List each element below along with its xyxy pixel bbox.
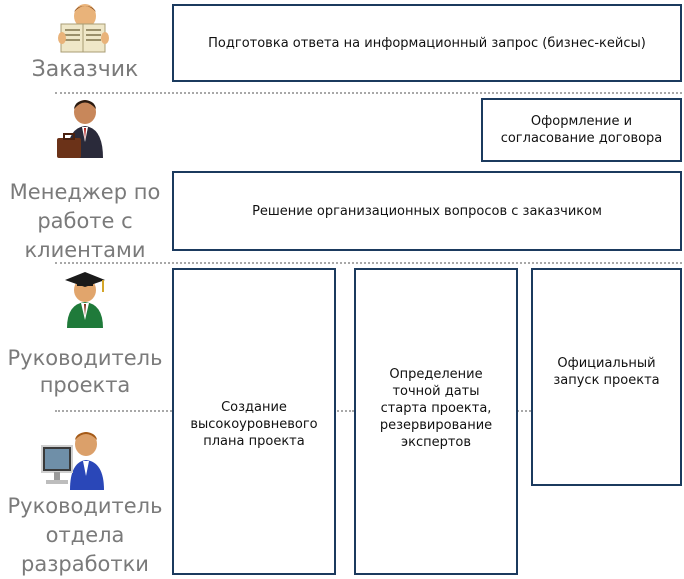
- reader-newspaper-icon: [58, 4, 109, 53]
- task-start-date: Определение точной даты старта проекта, …: [354, 268, 518, 575]
- task-contract: Оформление и согласование договора: [481, 98, 682, 162]
- role-label-dev-lead: Руководитель отдела разработки: [7, 494, 163, 576]
- lane-divider-1: [55, 92, 682, 94]
- role-label-customer: Заказчик: [31, 57, 139, 82]
- businessman-briefcase-icon: [57, 100, 103, 158]
- role-label-project-lead: Руководитель проекта: [7, 346, 163, 397]
- task-official-launch: Официальный запуск проекта: [531, 268, 682, 486]
- graduate-cap-icon: [65, 272, 105, 328]
- task-high-level-plan: Создание высокоуровневого плана проекта: [172, 268, 336, 575]
- computer-user-icon: [41, 432, 104, 490]
- lane-divider-2: [55, 262, 682, 264]
- role-label-client-manager: Менеджер по работе с клиентами: [9, 180, 161, 262]
- lane-divider-3-left: [55, 410, 172, 412]
- lane-divider-3-mid1: [334, 410, 354, 412]
- task-org-issues: Решение организационных вопросов с заказ…: [172, 171, 682, 251]
- task-prepare-response: Подготовка ответа на информационный запр…: [172, 4, 682, 82]
- lane-divider-3-mid2: [517, 410, 531, 412]
